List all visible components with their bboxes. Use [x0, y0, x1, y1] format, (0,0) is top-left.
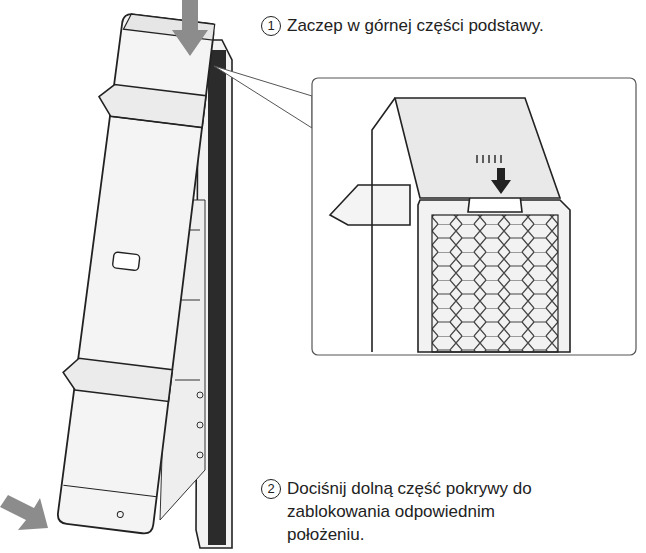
push-arrow-top	[172, 0, 208, 56]
instruction-text: Dociśnij dolną część pokrywy do zablokow…	[287, 477, 542, 546]
detector-cover	[45, 11, 215, 534]
instruction-text: Zaczep w górnej części podstawy.	[287, 14, 642, 37]
callout-number: 2	[261, 479, 281, 499]
callout-number: 1	[261, 16, 281, 36]
detail-inset	[312, 78, 636, 355]
push-arrow-bottom	[0, 495, 48, 530]
